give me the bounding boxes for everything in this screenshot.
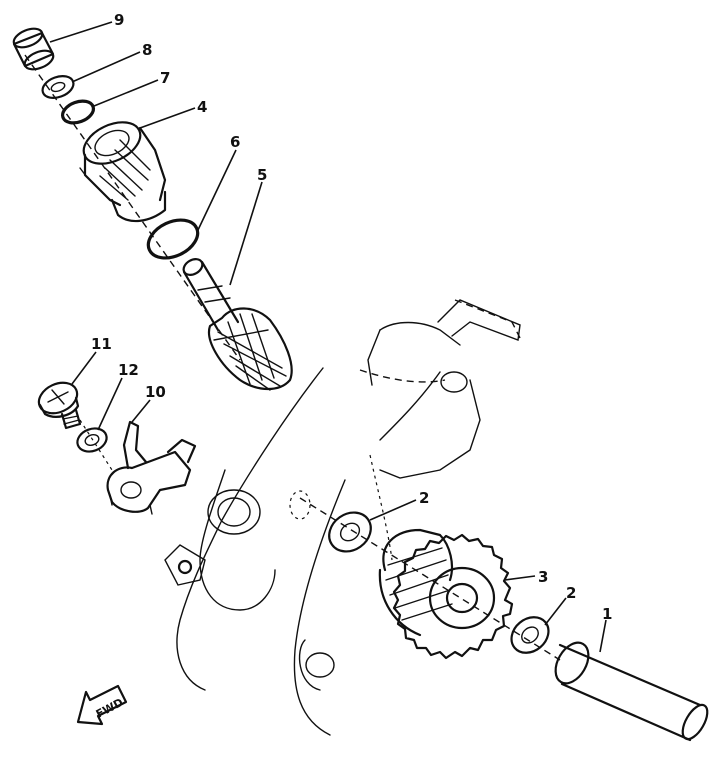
part-4-housing xyxy=(79,121,167,223)
callout-6: 6 xyxy=(230,133,240,151)
part-10-plate xyxy=(106,420,197,515)
fwd-direction-arrow: FWD xyxy=(76,684,128,726)
part-11-screw xyxy=(37,381,82,430)
crankcase-outline xyxy=(164,299,521,736)
part-12-washer xyxy=(76,427,108,453)
part-1-shaft xyxy=(554,641,709,742)
callout-5: 5 xyxy=(257,166,267,184)
callout-12: 12 xyxy=(118,361,139,379)
part-6-o-ring xyxy=(146,218,200,260)
fwd-label: FWD xyxy=(94,696,126,721)
part-5-gear-shaft xyxy=(182,258,293,391)
part-7-o-ring xyxy=(60,99,96,125)
part-8-washer xyxy=(41,75,75,99)
callout-11: 11 xyxy=(91,335,112,353)
callout-10: 10 xyxy=(145,383,166,401)
leader-lines xyxy=(49,21,607,653)
callout-7: 7 xyxy=(160,69,170,87)
callout-labels: 9 8 7 4 6 5 11 12 10 2 3 2 1 xyxy=(91,11,612,623)
callout-3: 3 xyxy=(538,568,548,586)
callout-8: 8 xyxy=(142,41,152,59)
part-3-gear xyxy=(378,528,514,660)
callout-2-lower: 2 xyxy=(566,584,576,602)
callout-9: 9 xyxy=(114,11,124,29)
callout-1: 1 xyxy=(602,605,612,623)
callout-4: 4 xyxy=(197,98,207,116)
assembly-center-lines xyxy=(24,54,561,661)
callout-2-upper: 2 xyxy=(419,489,429,507)
part-2-washer-upper xyxy=(328,511,372,553)
part-9-cap xyxy=(12,27,55,71)
